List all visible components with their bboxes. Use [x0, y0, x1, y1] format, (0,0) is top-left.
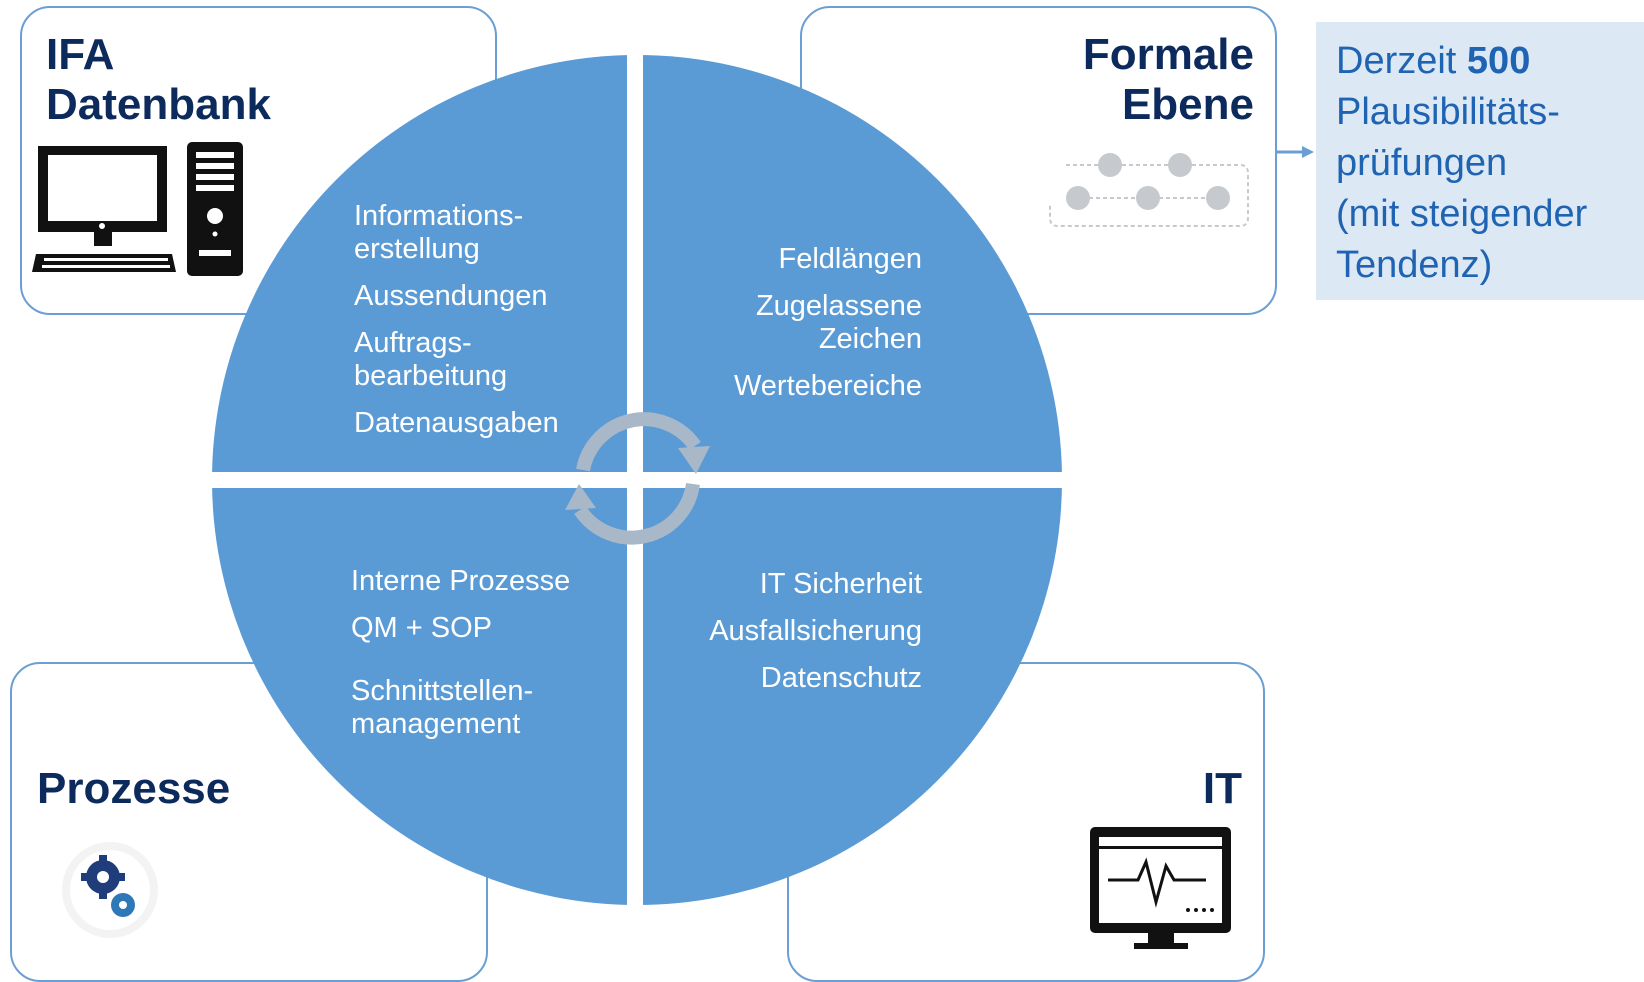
sector-item: QM + SOP	[351, 612, 493, 644]
callout-line: (mit steigender	[1336, 193, 1588, 235]
callout-number: 500	[1466, 40, 1531, 82]
sector-item: Wertebereiche	[733, 370, 922, 402]
sector-item: Ausfallsicherung	[709, 615, 922, 647]
sector-item: Schnittstellen- management	[351, 675, 534, 740]
sector-item: Datenschutz	[760, 662, 922, 694]
sector-formal-items: Feldlängen Zugelassene Zeichen Wertebere…	[650, 243, 922, 417]
monitor-heartbeat-icon	[1090, 827, 1231, 949]
title-formale-ebene: Formale Ebene	[1082, 30, 1254, 129]
sector-item: Feldlängen	[778, 243, 923, 275]
sector-item: IT Sicherheit	[759, 568, 922, 600]
sector-ifa-items: Informations- erstellung Aussendungen Au…	[354, 200, 559, 454]
title-ifa-datenbank: IFA Datenbank	[46, 30, 271, 129]
title-it: IT	[1202, 764, 1242, 813]
title-prozesse: Prozesse	[37, 764, 231, 813]
sector-it-items: IT Sicherheit Ausfallsicherung Datenschu…	[620, 568, 922, 709]
cycle-arrows-icon	[574, 412, 701, 545]
sector-item: Datenausgaben	[354, 407, 559, 439]
sector-item: Aussendungen	[354, 280, 548, 312]
sector-item: Zugelassene Zeichen	[755, 290, 922, 355]
callout-plausibility-checks: Derzeit 500 Plausibilitäts- prüfungen (m…	[1316, 22, 1644, 300]
callout-prefix: Derzeit	[1336, 40, 1467, 82]
computer-icon	[32, 142, 243, 276]
callout-line: Tendenz)	[1336, 244, 1493, 286]
workflow-nodes	[1066, 153, 1230, 210]
callout-line: prüfungen	[1336, 142, 1508, 184]
gears-icon	[62, 842, 158, 938]
horizontal-divider	[190, 472, 1090, 488]
callout-line: Plausibilitäts-	[1336, 91, 1560, 133]
sector-item: Auftrags- bearbeitung	[354, 327, 508, 392]
sector-item: Interne Prozesse	[351, 565, 571, 597]
sector-item: Informations- erstellung	[354, 200, 524, 265]
cycle-arrows-heads	[565, 446, 710, 510]
sector-prozesse-items: Interne Prozesse QM + SOP Schnittstellen…	[351, 565, 570, 755]
